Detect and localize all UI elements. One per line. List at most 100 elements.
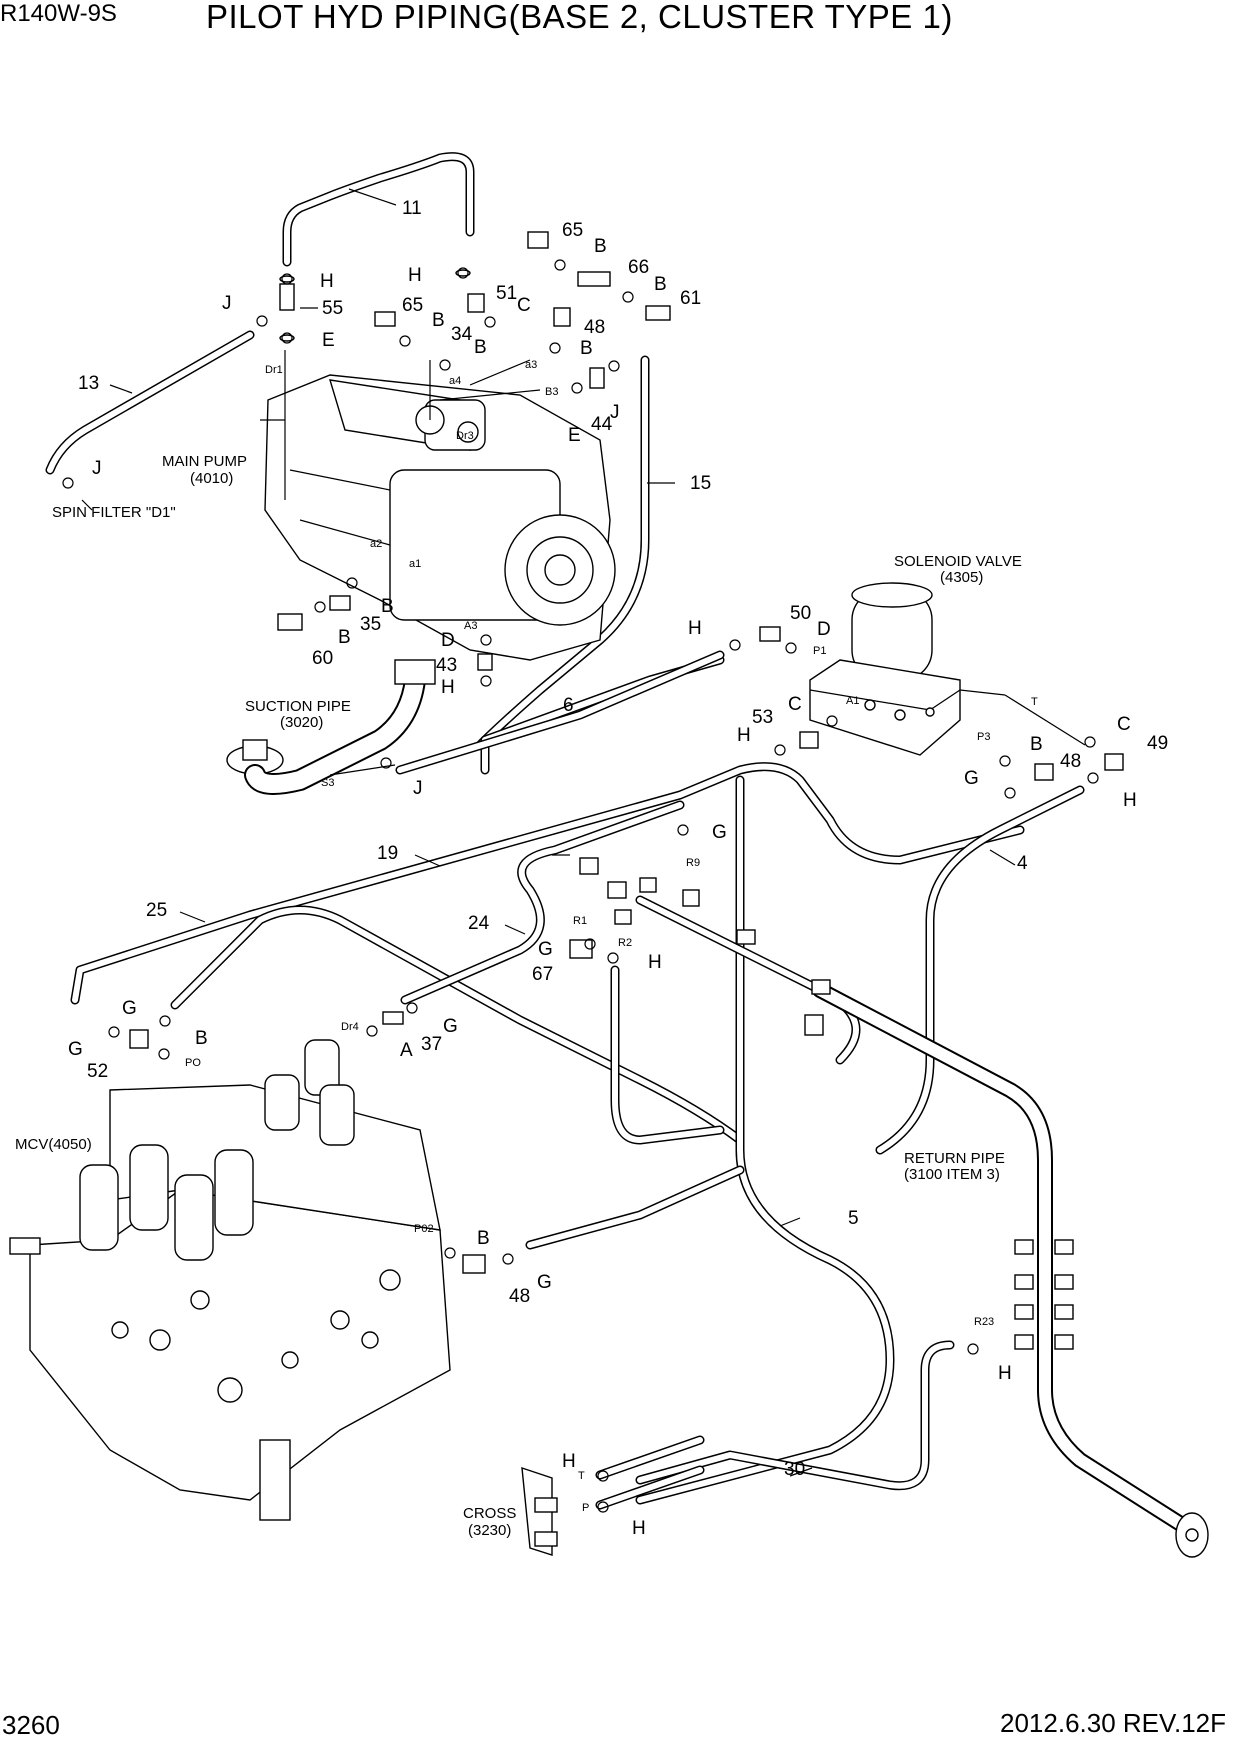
port-dr1: Dr1 xyxy=(265,364,283,376)
oring-G4 xyxy=(159,1015,171,1027)
hose-4 xyxy=(875,785,1085,1155)
oring-H9 xyxy=(597,1470,609,1482)
oring-B10 xyxy=(444,1247,456,1259)
oring-J4 xyxy=(380,757,392,769)
callout-J: J xyxy=(610,402,620,423)
callout-24: 24 xyxy=(468,913,490,934)
main-pump-name: MAIN PUMP xyxy=(162,453,247,470)
pipe-19 xyxy=(70,762,1025,1005)
oring-A1 xyxy=(366,1025,378,1037)
port-r1: R1 xyxy=(573,915,587,927)
callout-5: 5 xyxy=(848,1208,859,1229)
hose-suction-line xyxy=(480,655,725,775)
oring-G5 xyxy=(108,1026,120,1038)
oring-D1 xyxy=(480,634,492,646)
hose-cross xyxy=(595,1435,705,1510)
callout-G: G xyxy=(964,768,979,789)
leader-lines xyxy=(81,188,1086,1477)
port-labels: Dr1 a4 a3 B3 Dr3 a2 a1 A3 S3 P1 A1 P3 T … xyxy=(185,359,1038,1514)
callout-B: B xyxy=(432,310,445,331)
oring-C3 xyxy=(1084,736,1096,748)
pipes xyxy=(45,152,1198,1538)
port-dr3: Dr3 xyxy=(456,430,474,442)
callout-G: G xyxy=(537,1272,552,1293)
callout-48: 48 xyxy=(584,317,605,338)
port-a3: a3 xyxy=(525,359,537,371)
callout-J: J xyxy=(222,293,232,314)
spin-filter-label: SPIN FILTER "D1" xyxy=(52,504,176,521)
component-labels: MAIN PUMP (4010) SPIN FILTER "D1" SUCTIO… xyxy=(15,453,1022,1539)
hose-30 xyxy=(635,1340,955,1491)
port-a4: a4 xyxy=(449,375,461,387)
oring-C2 xyxy=(826,715,838,727)
callout-4: 4 xyxy=(1017,853,1028,874)
port-a1: a1 xyxy=(409,558,421,570)
callout-G: G xyxy=(68,1039,83,1060)
callout-E: E xyxy=(322,330,335,351)
callout-34: 34 xyxy=(451,324,473,345)
port-r9: R9 xyxy=(686,857,700,869)
oring-B2 xyxy=(622,291,634,303)
return-pipe-tube xyxy=(812,982,1198,1538)
oring-D2 xyxy=(785,642,797,654)
hose-11 xyxy=(282,152,475,267)
port-p3: P3 xyxy=(977,731,990,743)
oring-G6 xyxy=(406,1002,418,1014)
pipe-25 xyxy=(170,905,745,1145)
oring-B4 xyxy=(439,359,451,371)
oring-J3 xyxy=(608,360,620,372)
callout-B: B xyxy=(594,236,607,257)
callout-C: C xyxy=(1117,714,1131,735)
port-r23: R23 xyxy=(974,1316,994,1328)
suction-pipe xyxy=(226,659,436,795)
return-pipe-fittings xyxy=(1014,1239,1209,1558)
cross-ref: (3230) xyxy=(468,1522,511,1539)
oring-J1 xyxy=(256,315,268,327)
callout-35: 35 xyxy=(360,614,381,635)
date-revision: 2012.6.30 REV.12F xyxy=(1000,1708,1226,1738)
pipe-24 xyxy=(400,800,685,1005)
callout-B: B xyxy=(474,337,487,358)
callout-55: 55 xyxy=(322,298,343,319)
callout-52: 52 xyxy=(87,1061,108,1082)
oring-H5 xyxy=(774,744,786,756)
callout-J: J xyxy=(92,458,102,479)
solenoid-valve xyxy=(809,582,961,756)
oring-B6 xyxy=(346,577,358,589)
callout-61: 61 xyxy=(680,288,701,309)
main-pump xyxy=(264,350,616,661)
callout-15: 15 xyxy=(690,473,711,494)
oring-B8 xyxy=(999,755,1011,767)
callout-11: 11 xyxy=(402,198,422,219)
callout-H: H xyxy=(688,618,702,639)
callout-51: 51 xyxy=(496,283,517,304)
return-pipe-name: RETURN PIPE xyxy=(904,1150,1005,1167)
suction-pipe-ref: (3020) xyxy=(280,714,323,731)
fittings xyxy=(129,231,1124,1274)
callout-13: 13 xyxy=(78,373,99,394)
callout-H: H xyxy=(408,265,422,286)
main-pump-ref: (4010) xyxy=(190,470,233,487)
callout-H: H xyxy=(648,952,662,973)
callout-6: 6 xyxy=(563,695,574,716)
callout-48: 48 xyxy=(509,1286,530,1307)
callout-H: H xyxy=(1123,790,1137,811)
callout-25: 25 xyxy=(146,900,167,921)
callout-44: 44 xyxy=(591,414,613,435)
oring-H1 xyxy=(281,273,293,285)
callout-H: H xyxy=(441,677,455,698)
callout-43: 43 xyxy=(436,655,457,676)
cross-bracket xyxy=(521,1466,558,1556)
callout-B: B xyxy=(338,627,351,648)
hose-p02 xyxy=(525,1165,745,1250)
callout-G: G xyxy=(122,998,137,1019)
solenoid-valve-ref: (4305) xyxy=(940,569,983,586)
callout-B: B xyxy=(580,338,593,359)
letter-callouts: H H J E J B B B C B B E J B B D H J H xyxy=(62,236,1137,1539)
callout-E: E xyxy=(568,425,581,446)
callout-30: 30 xyxy=(784,1459,805,1480)
callout-B: B xyxy=(654,274,667,295)
port-a2: a2 xyxy=(370,538,382,550)
callout-B: B xyxy=(1030,734,1043,755)
